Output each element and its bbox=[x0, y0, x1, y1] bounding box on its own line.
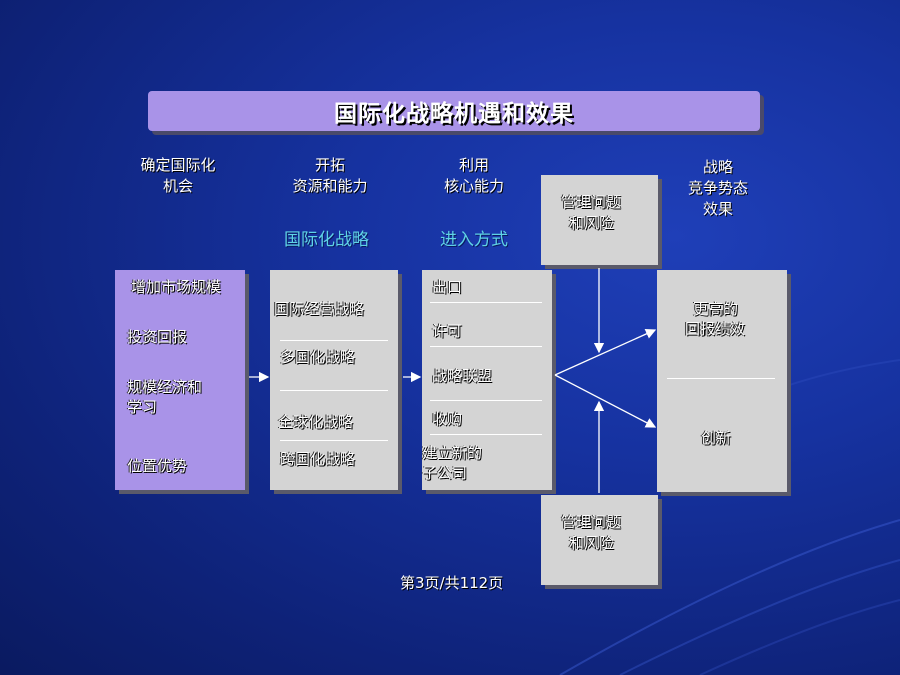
header-col2-line2: 资源和能力 bbox=[292, 177, 368, 195]
mgmt-top-line1: 管理问题 bbox=[561, 193, 622, 211]
outcomes-box: 更高的 回报绩效 创新 bbox=[657, 270, 787, 492]
divider bbox=[430, 400, 542, 401]
outcome-item: 创新 bbox=[701, 429, 732, 447]
entry-mode-item: 建立新的 bbox=[422, 444, 483, 462]
opportunity-item: 投资回报 bbox=[127, 328, 188, 346]
subheader-entry: 进入方式 bbox=[440, 230, 508, 250]
strategy-item: 国际经营战略 bbox=[274, 300, 365, 318]
divider bbox=[430, 346, 542, 347]
entry-mode-item: 子公司 bbox=[422, 464, 468, 482]
management-risk-box-top: 管理问题 和风险 bbox=[541, 175, 658, 265]
arrow-to-innovation bbox=[554, 374, 657, 428]
header-col1: 确定国际化 机会 bbox=[118, 155, 238, 197]
entry-mode-item: 收购 bbox=[432, 410, 463, 428]
divider bbox=[280, 440, 388, 441]
outcome-item: 更高的 bbox=[693, 300, 739, 318]
header-col1-line2: 机会 bbox=[162, 177, 193, 195]
opportunity-item: 增加市场规模 bbox=[131, 278, 222, 296]
mgmt-top-line2: 和风险 bbox=[569, 214, 615, 232]
strategy-item: 全球化战略 bbox=[278, 413, 354, 431]
header-col3: 利用 核心能力 bbox=[414, 155, 534, 197]
header-col5: 战略 竞争势态 效果 bbox=[658, 157, 778, 220]
entry-mode-item: 出口 bbox=[432, 278, 463, 296]
entry-mode-item: 许可 bbox=[432, 322, 463, 340]
arrow-to-higher-returns bbox=[554, 328, 657, 376]
divider bbox=[280, 340, 388, 341]
outcome-item: 回报绩效 bbox=[685, 320, 746, 338]
header-col3-line2: 核心能力 bbox=[443, 177, 504, 195]
entry-mode-item: 战略联盟 bbox=[432, 367, 493, 385]
title-bar: 国际化战略机遇和效果 bbox=[148, 91, 760, 131]
opportunity-item: 规模经济和 bbox=[127, 378, 203, 396]
subheader-strategy: 国际化战略 bbox=[284, 230, 369, 250]
entry-mode-box: 出口 许可 战略联盟 收购 建立新的 子公司 bbox=[422, 270, 552, 490]
opportunities-box: 增加市场规模 投资回报 规模经济和 学习 位置优势 bbox=[115, 270, 245, 490]
header-col2: 开拓 资源和能力 bbox=[270, 155, 390, 197]
opportunity-item: 位置优势 bbox=[127, 457, 188, 475]
header-col2-line1: 开拓 bbox=[314, 156, 345, 174]
header-col5-line3: 效果 bbox=[702, 200, 733, 218]
header-col1-line1: 确定国际化 bbox=[140, 156, 216, 174]
divider bbox=[280, 390, 388, 391]
page-number: 第3页/共112页 bbox=[400, 574, 504, 592]
divider bbox=[430, 434, 542, 435]
mgmt-bottom-line2: 和风险 bbox=[569, 534, 615, 552]
header-col3-line1: 利用 bbox=[458, 156, 489, 174]
divider bbox=[667, 378, 775, 379]
strategy-item: 跨国化战略 bbox=[280, 450, 356, 468]
divider bbox=[430, 302, 542, 303]
management-risk-box-bottom: 管理问题 和风险 bbox=[541, 495, 658, 585]
mgmt-bottom-line1: 管理问题 bbox=[561, 513, 622, 531]
strategy-box: 国际经营战略 多国化战略 全球化战略 跨国化战略 bbox=[270, 270, 398, 490]
page-title: 国际化战略机遇和效果 bbox=[334, 101, 574, 127]
strategy-item: 多国化战略 bbox=[280, 348, 356, 366]
header-col5-line1: 战略 bbox=[702, 158, 733, 176]
header-col5-line2: 竞争势态 bbox=[687, 179, 748, 197]
opportunity-item: 学习 bbox=[127, 398, 158, 416]
